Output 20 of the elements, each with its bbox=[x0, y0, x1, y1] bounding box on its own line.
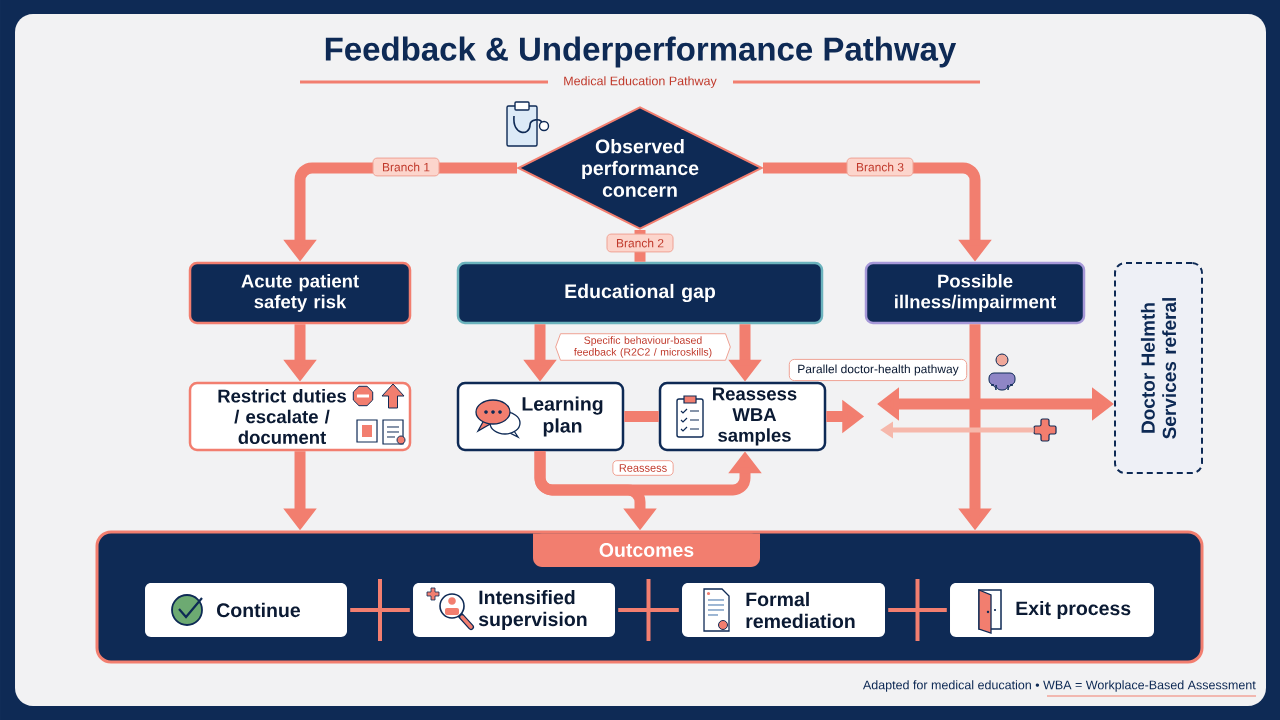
edge-label: Branch 3 bbox=[846, 157, 914, 177]
connector-line bbox=[350, 608, 410, 612]
edge-label: Branch 2 bbox=[606, 233, 674, 253]
subtitle: Medical Education Pathway bbox=[564, 76, 717, 88]
medical-cross-icon bbox=[1033, 418, 1057, 442]
process-box: Learning plan bbox=[456, 381, 625, 452]
edge-label: Branch 1 bbox=[372, 157, 440, 177]
edge-label: Specific behaviour-based feedback (R2C2 / microskills) bbox=[555, 333, 731, 361]
referral-box: Doctor Helmth Services referal bbox=[1114, 262, 1203, 474]
connector-line bbox=[888, 608, 947, 612]
edge-label: Reassess bbox=[612, 460, 674, 476]
edge-label: Parallel doctor-health pathway bbox=[788, 358, 968, 382]
connector-line bbox=[618, 608, 679, 612]
connector-line bbox=[624, 411, 659, 422]
title: Feedback & Underperformance Pathway bbox=[325, 36, 957, 68]
category-box: Educational gap bbox=[456, 261, 824, 325]
category-box: Possible illness/impairment bbox=[864, 261, 1086, 325]
footnote: Adapted for medical education • WBA = Workplace-Based Assessment bbox=[862, 680, 1256, 692]
category-box: Acute patient safety risk bbox=[188, 261, 412, 325]
process-box: Reassess WBA samples bbox=[658, 381, 827, 452]
